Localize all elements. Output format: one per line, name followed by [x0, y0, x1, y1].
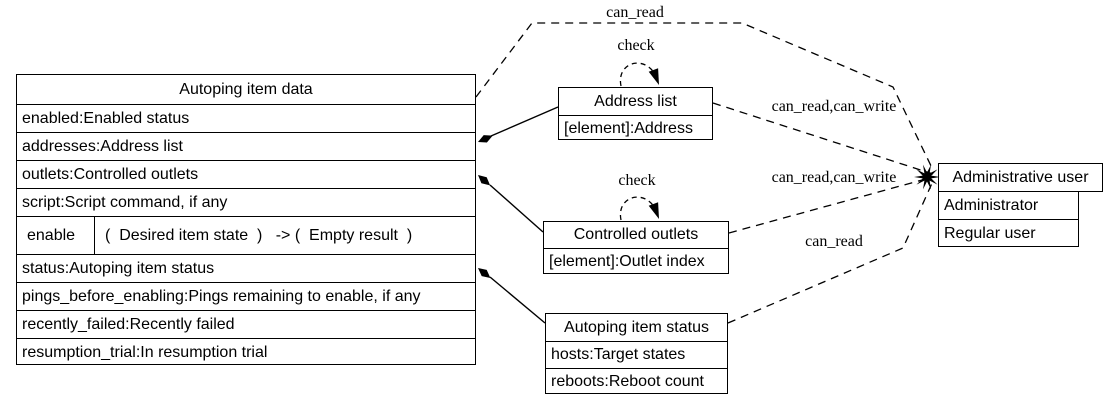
edge-label-check-address: check	[617, 37, 655, 54]
attribute-row-status: status:Autoping item status	[17, 254, 475, 282]
node-title: Address list	[594, 92, 677, 110]
composition-edge-status	[489, 276, 546, 324]
dashed-edge-rw-address	[712, 102, 934, 175]
attribute-row-addresses: addresses:Address list	[17, 132, 475, 160]
method-signature: ( Desired item state ) -> ( Empty result…	[105, 226, 413, 244]
controlled-outlets-node: Controlled outlets [element]:Outlet inde…	[543, 221, 729, 274]
self-loop-arrowhead-address-icon	[648, 68, 659, 85]
administrative-user-node-title: Administrative user	[938, 163, 1103, 192]
attribute-row-script: script:Script command, if any	[17, 188, 475, 216]
dashed-edge-rw-outlets	[728, 176, 934, 234]
composition-diamond-outlets-icon	[478, 175, 491, 186]
dashed-edge-can-read-status	[727, 180, 934, 324]
edge-label-rw-outlets: can_read,can_write	[771, 169, 897, 186]
self-loop-arrowhead-outlets-icon	[648, 202, 659, 219]
composition-edge-addresses	[490, 106, 559, 137]
address-list-node: Address list [element]:Address	[558, 87, 713, 140]
self-loop-check-address	[619, 62, 657, 87]
attribute-row-hosts: hosts:Target states	[546, 341, 727, 368]
edge-label-can-read-top: can_read	[606, 4, 664, 21]
attribute-row-resumption-trial: resumption_trial:In resumption trial	[17, 338, 475, 366]
composition-diamond-addresses-icon	[478, 135, 493, 143]
edge-label-rw-address: can_read,can_write	[771, 98, 897, 115]
attribute-row-recently-failed: recently_failed:Recently failed	[17, 310, 475, 338]
method-name: enable	[17, 217, 95, 254]
attribute-row-element-address: [element]:Address	[559, 115, 712, 141]
attribute-row-enabled: enabled:Enabled status	[17, 104, 475, 132]
edge-label-can-read-status: can_read	[805, 233, 863, 250]
administrative-user-node-rows: Administrator Regular user	[938, 192, 1079, 247]
node-title: Controlled outlets	[573, 226, 699, 243]
attribute-row-pings: pings_before_enabling:Pings remaining to…	[17, 282, 475, 310]
arrowhead-burst-icon	[914, 164, 940, 190]
attribute-row-element-outlet: [element]:Outlet index	[544, 248, 728, 275]
autoping-item-data-node: Autoping item data enabled:Enabled statu…	[16, 74, 476, 365]
edge-label-check-outlets: check	[618, 172, 656, 189]
node-title: Autoping item status	[564, 318, 709, 336]
composition-edge-outlets	[489, 184, 544, 233]
attribute-row-outlets: outlets:Controlled outlets	[17, 160, 475, 188]
method-row-enable: enable ( Desired item state ) -> ( Empty…	[17, 216, 475, 254]
dashed-edge-can-read-top	[475, 22, 934, 171]
autoping-item-status-node: Autoping item status hosts:Target states…	[545, 313, 728, 394]
row-regular-user: Regular user	[939, 219, 1078, 247]
row-administrator: Administrator	[944, 196, 1039, 214]
composition-diamond-status-icon	[478, 268, 491, 278]
attribute-row-reboots: reboots:Reboot count	[546, 368, 727, 395]
self-loop-check-outlets	[619, 196, 657, 221]
node-title: Autoping item data	[179, 80, 313, 98]
